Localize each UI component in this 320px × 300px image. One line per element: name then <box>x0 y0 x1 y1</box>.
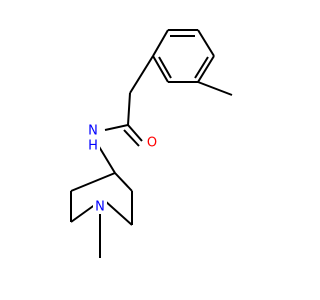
ring-bond-c1-c2 <box>152 29 169 57</box>
ring-bond-c6-c1-inner <box>158 56 172 79</box>
bonds <box>70 29 233 258</box>
ring-nitrogen-label-mask <box>93 198 107 214</box>
oxygen-label-mask <box>145 135 159 151</box>
pip-bond-c2-n <box>103 199 133 226</box>
amide-nitrogen-atom-label: N <box>88 124 98 139</box>
ring-bond-c4-c5-inner <box>194 56 209 79</box>
carbonyl-bond-outer <box>127 124 143 142</box>
atom-labels: O N H N <box>86 124 159 215</box>
benzyl-bond <box>129 55 154 94</box>
ring-bond-c4-c5 <box>197 55 215 83</box>
ch2-carbonyl-bond <box>127 92 131 126</box>
molecule-structure: O N H N <box>70 29 233 258</box>
ring-bond-c3-c4 <box>197 29 215 57</box>
carbonyl-bond-inner <box>123 129 140 147</box>
aryl-methyl-bond <box>197 81 233 96</box>
oxygen-atom-label: O <box>147 136 157 151</box>
pip-bond-n-c6 <box>70 203 97 223</box>
amide-hydrogen-atom-label: H <box>88 139 98 154</box>
ring-nitrogen-atom-label: N <box>95 200 105 215</box>
ring-bond-c6-c1 <box>152 55 169 83</box>
pip-bond-c5-c4 <box>70 172 116 192</box>
pip-bond-c4-c3 <box>114 172 133 192</box>
amide-bond <box>104 124 129 131</box>
amide-nitrogen-label-mask <box>86 127 100 155</box>
